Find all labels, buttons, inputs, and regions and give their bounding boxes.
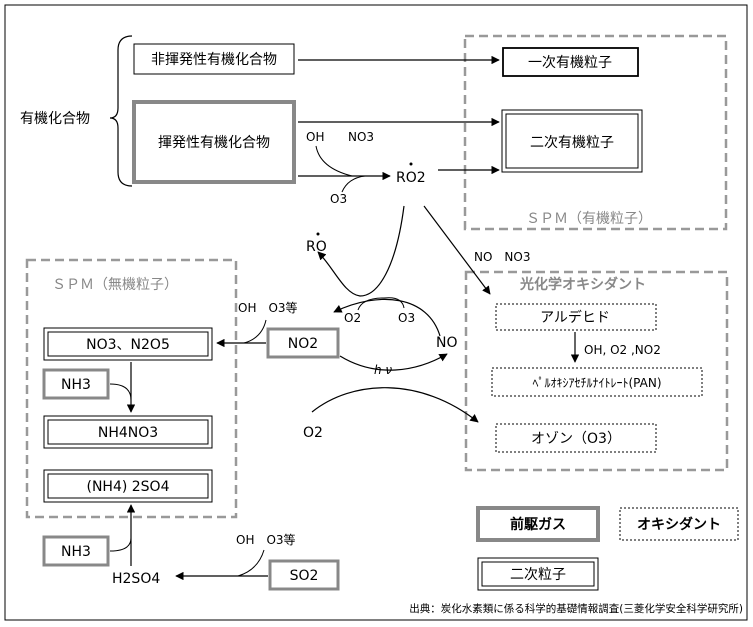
- nh4-2so4-label: (NH4) 2SO4: [86, 479, 169, 495]
- ro-radical-dot: [316, 232, 320, 236]
- oh-label: OH: [306, 130, 324, 144]
- curve-ro2-to-ro: [317, 205, 405, 297]
- spm-inorganic-region: [25, 258, 238, 519]
- curve-o2-to-ozone: [311, 387, 479, 423]
- legend-secondary-particle-box-inner: [481, 561, 595, 587]
- no-no3-label: NO NO3: [474, 250, 530, 264]
- oh-o2-no2-label: OH, O2 ,NO2: [584, 343, 661, 357]
- nh3-bottom-label: NH3: [61, 544, 91, 560]
- photochemical-oxidant-title: 光化学オキシダント: [519, 276, 646, 293]
- no3-n2o5-label: NO3、N2O5: [86, 337, 170, 353]
- ro2-label: RO2: [396, 170, 426, 186]
- no2-label: NO2: [288, 336, 318, 352]
- nh3-box: [42, 368, 110, 400]
- outer-frame: [4, 4, 748, 621]
- hv-label: h ν: [374, 363, 392, 377]
- spm-organic-title: ＳＰＭ（有機粒子）: [526, 211, 652, 227]
- no3-n2o5-box-inner: [47, 331, 209, 357]
- organic-brace: [109, 35, 133, 187]
- curve-o3-mid: [383, 297, 405, 309]
- nh3-label: NH3: [61, 377, 91, 393]
- nh4-2so4-box: [43, 469, 213, 503]
- o2-mid-label: O2: [344, 311, 361, 325]
- curve-no2-to-no: [339, 353, 448, 371]
- arrow-ro2-to-oxidants: [423, 205, 491, 295]
- ozone-label: オゾン（O3）: [531, 431, 621, 447]
- legend-oxidant-label: オキシダント: [637, 516, 721, 533]
- legend-secondary-particle-box: [477, 557, 599, 591]
- o3-mid-label: O3: [398, 311, 415, 325]
- nh3-bottom-box: [42, 535, 110, 567]
- so2-box: [268, 559, 340, 591]
- o3-left-label: O3: [330, 192, 347, 206]
- nh4no3-box: [43, 415, 213, 449]
- aldehyde-box: [495, 303, 657, 331]
- nh4-2so4-box-inner: [47, 473, 209, 499]
- organic-compounds-label: 有機化合物: [20, 111, 90, 127]
- no3-n2o5-box: [43, 327, 213, 361]
- nonvolatile-organic-box: [133, 43, 295, 75]
- secondary-organic-particle-box: [501, 109, 643, 173]
- volatile-organic-box: [132, 100, 296, 184]
- legend-precursor-gas-label: 前駆ガス: [510, 516, 566, 533]
- pan-box: [491, 367, 703, 397]
- line-nh3-to-stem: [109, 383, 132, 401]
- legend-secondary-particle-label: 二次粒子: [510, 567, 566, 583]
- nh4no3-box-inner: [47, 419, 209, 445]
- curve-oh-o3-in: [243, 319, 267, 344]
- secondary-organic-particle-label: 二次有機粒子: [530, 135, 614, 151]
- no2-box: [266, 327, 340, 359]
- no3-top-label: NO3: [348, 130, 374, 144]
- h2so4-label: H2SO4: [112, 571, 160, 587]
- spm-inorganic-title: ＳＰＭ（無機粒子）: [52, 277, 178, 293]
- primary-organic-particle-box: [502, 47, 639, 77]
- curve-o3-in: [341, 175, 366, 193]
- no-label: NO: [436, 335, 458, 351]
- nonvolatile-organic-label: 非揮発性有機化合物: [151, 52, 277, 68]
- curve-oh-o3-bottom-in: [237, 549, 265, 577]
- o2-low-label: O2: [303, 425, 323, 441]
- so2-label: SO2: [290, 568, 319, 584]
- oh-o3-etc-bottom-label: OH O3等: [236, 533, 296, 547]
- aldehyde-label: アルデヒド: [540, 309, 610, 326]
- legend-oxidant-box: [619, 507, 739, 541]
- primary-organic-particle-label: 一次有機粒子: [528, 55, 612, 71]
- curve-o2-mid: [357, 297, 385, 311]
- ro-label: RO: [306, 239, 327, 255]
- photochemical-oxidant-region: [464, 270, 729, 472]
- secondary-organic-particle-box-inner: [505, 113, 639, 169]
- ozone-box: [495, 423, 657, 453]
- line-nh3-bottom-to-stem: [109, 537, 132, 552]
- nh4no3-label: NH4NO3: [98, 425, 158, 441]
- oh-o3-etc-label: OH O3等: [238, 301, 298, 315]
- pan-label: ﾍﾟﾙｵｷｼｱｾﾁﾙﾅｲﾄﾚｰﾄ(PAN): [532, 376, 661, 390]
- curve-oh-in: [315, 145, 353, 177]
- source-citation: 出典：炭化水素類に係る科学的基礎情報調査(三菱化学安全科学研究所): [409, 602, 743, 615]
- legend-precursor-gas-box: [476, 506, 600, 542]
- volatile-organic-label: 揮発性有機化合物: [158, 135, 270, 151]
- ro2-radical-dot: [409, 162, 413, 166]
- spm-organic-region: [463, 34, 728, 231]
